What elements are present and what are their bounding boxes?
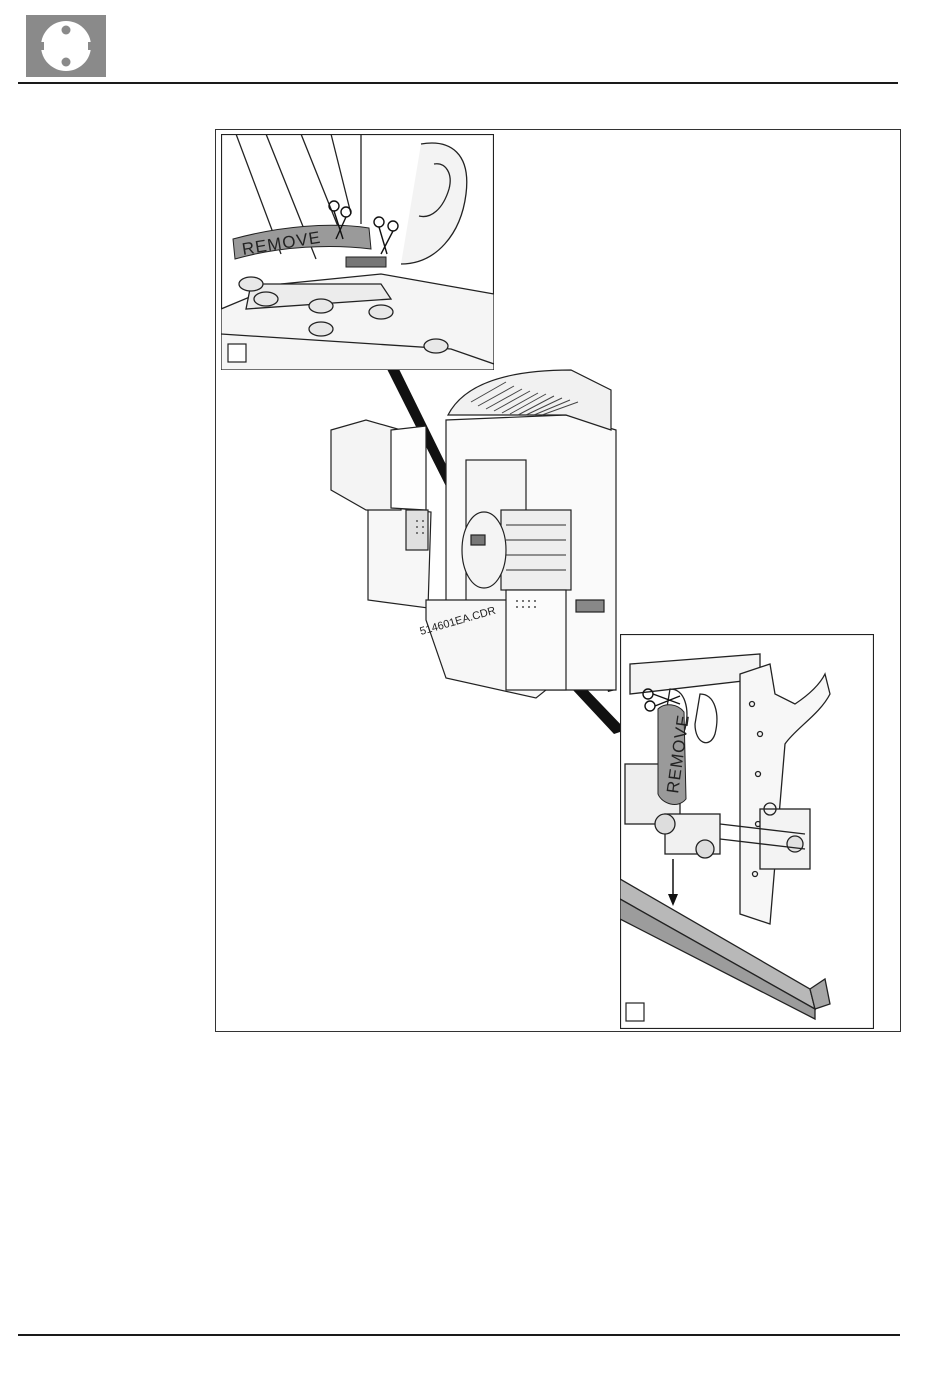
power-socket-icon — [26, 15, 106, 77]
vending-machine-illustration — [331, 370, 616, 698]
inset-a-marker — [228, 344, 246, 362]
inset-b-detail: REMOVE — [620, 634, 874, 1029]
installation-figure: 514601EA.CDR REMOVE — [215, 129, 901, 1032]
footer-rule — [18, 1334, 900, 1336]
header-rule — [18, 82, 898, 84]
inset-a-detail: REMOVE — [221, 134, 494, 370]
inset-b-marker — [626, 1003, 644, 1021]
